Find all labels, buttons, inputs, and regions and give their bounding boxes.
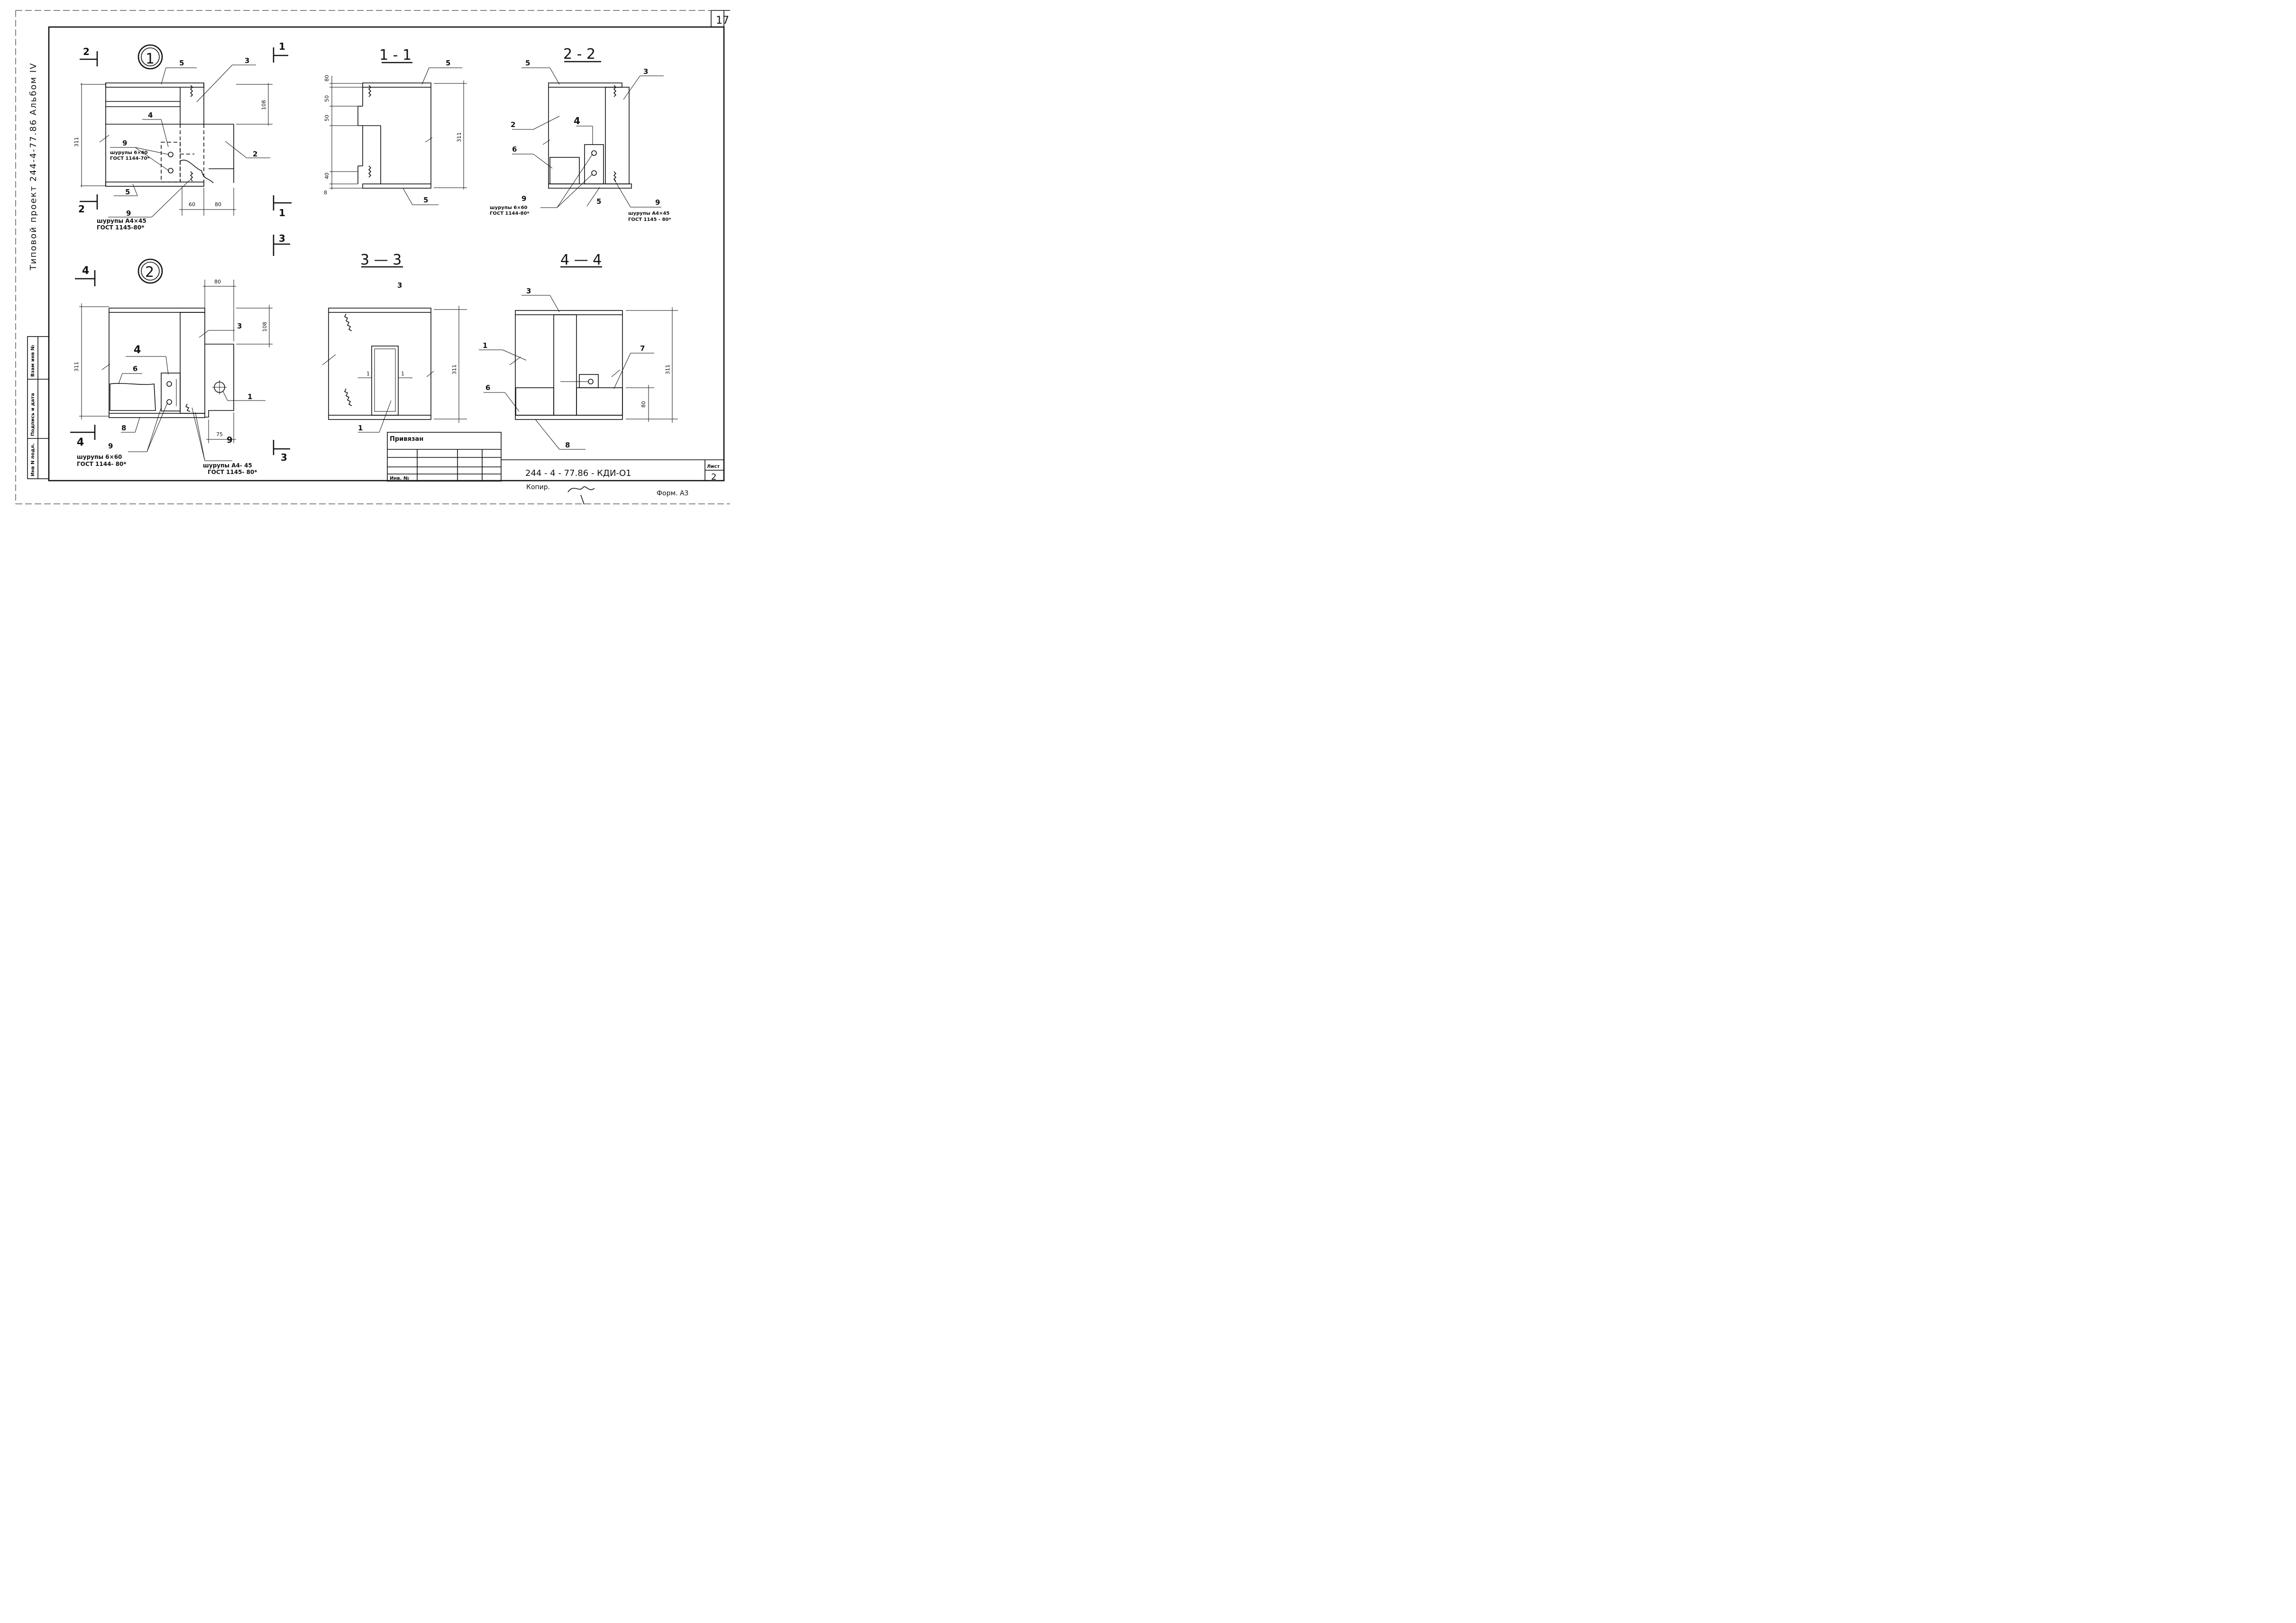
title-block [387, 432, 724, 482]
node2-pos1: 1 [247, 392, 252, 401]
node2-dim-311: 311 [73, 362, 80, 372]
s44-dim-80: 80 [640, 401, 647, 408]
sheet-number: 2 [711, 472, 716, 482]
section-4-4 [479, 266, 678, 450]
s11-dim-50b: 50 [324, 115, 330, 121]
s11-dim-50a: 50 [324, 95, 330, 102]
node1-pos4: 4 [148, 111, 153, 119]
node1-pos5-top: 5 [179, 59, 184, 67]
node1-number: 1 [146, 51, 155, 67]
inv-label: Инв. № [390, 476, 409, 481]
side-table-sign: Подпись и дата [30, 393, 36, 436]
s44-pos3: 3 [526, 287, 531, 295]
section-4-4-title: 4 — 4 [560, 252, 602, 268]
node1-dim-60: 60 [189, 201, 195, 208]
drawing-code: 244 - 4 - 77.86 - КДИ-О1 [525, 468, 631, 478]
s22-pos5-bottom: 5 [596, 197, 601, 206]
s33-pos1: 1 [358, 424, 363, 432]
node2-cut4-bottom: 4 [77, 437, 84, 448]
node1-note-screws-1: шурупы 6×60 [110, 150, 148, 155]
s11-pos5-bottom: 5 [423, 196, 428, 204]
node2-note-gost-1: ГОСТ 1144- 80* [77, 461, 127, 467]
node2-pos3: 3 [237, 322, 242, 330]
node1-pos9-top: 9 [122, 139, 127, 147]
s11-dim-8: 8 [324, 190, 327, 196]
node1-cut2-top: 2 [83, 46, 90, 57]
node2-note-gost-2: ГОСТ 1145- 80* [208, 469, 257, 475]
s11-dim-80: 80 [324, 75, 330, 82]
s33-dim-1-left: 1 [366, 371, 370, 377]
s22-pos2: 2 [511, 120, 515, 129]
s44-pos7: 7 [640, 344, 645, 353]
side-table [27, 336, 49, 479]
sheet-frame [15, 10, 730, 504]
s11-dim-311: 311 [456, 132, 462, 142]
node1-note-gost-2: ГОСТ 1145-80* [97, 224, 145, 231]
node2-pos9-left: 9 [108, 442, 113, 450]
node2-note-screws-1: шурупы 6×60 [77, 454, 122, 460]
section-3-3 [322, 266, 467, 433]
s22-pos9-left: 9 [521, 194, 526, 203]
s44-dim-311: 311 [665, 365, 671, 374]
s22-pos9-right: 9 [655, 198, 660, 207]
s22-note-screws-1: шурупы 6×60 [490, 205, 528, 210]
copied-label: Копир. [526, 483, 550, 491]
s33-dim-311: 311 [451, 365, 457, 374]
s22-note-gost-2: ГОСТ 1145 - 80* [628, 217, 671, 222]
node2-dim-75: 75 [216, 431, 223, 438]
node1-note-gost-1: ГОСТ 1144-70* [110, 156, 150, 161]
section-1-1-title: 1 - 1 [379, 47, 412, 64]
s22-pos4: 4 [574, 115, 580, 127]
node1-pos5-bottom: 5 [125, 188, 130, 196]
node2-drawing [70, 235, 290, 461]
node2-cut4-top: 4 [82, 265, 89, 277]
privyazan-label: Привязан [390, 436, 423, 443]
s44-pos1: 1 [483, 341, 487, 350]
section-1-1 [329, 62, 467, 205]
node2-pos9-right: 9 [227, 435, 233, 445]
s22-pos3: 3 [643, 67, 648, 76]
format-label: Форм. А3 [657, 490, 688, 497]
sheet-label: Лист [707, 464, 720, 469]
node1-pos2: 2 [253, 150, 257, 158]
node1-cut1-bottom: 1 [279, 207, 285, 219]
section-3-3-title: 3 — 3 [360, 252, 402, 268]
node2-cut3-bottom: 3 [281, 452, 287, 463]
node1-pos3: 3 [245, 56, 249, 65]
node1-cut1-top: 1 [279, 41, 285, 52]
node2-pos6: 6 [133, 365, 137, 373]
node2-number: 2 [145, 264, 154, 281]
node2-note-screws-2: шурупы А4- 45 [203, 462, 252, 469]
s22-pos5-top: 5 [525, 59, 530, 67]
node1-dim-311: 311 [73, 137, 80, 147]
node2-cut3-top: 3 [279, 233, 285, 244]
node2-dim-80: 80 [214, 279, 221, 285]
node2-pos8: 8 [121, 424, 126, 432]
node1-dim-80: 80 [215, 201, 221, 208]
s11-dim-40: 40 [324, 173, 330, 179]
s33-pos3: 3 [397, 281, 402, 290]
node1-cut2-bottom: 2 [78, 203, 85, 215]
s22-pos6: 6 [512, 145, 517, 154]
node1-dim-108: 108 [261, 100, 267, 110]
s22-note-screws-2: шурупы А4×45 [628, 211, 669, 216]
s33-dim-1-right: 1 [401, 371, 404, 377]
side-table-vzam: Взам инв № [30, 345, 36, 377]
node1-drawing [80, 44, 292, 218]
node2-pos4: 4 [134, 344, 141, 356]
s22-note-gost-1: ГОСТ 1144-80* [490, 211, 530, 216]
section-2-2 [512, 61, 664, 208]
s11-pos5-top: 5 [446, 59, 450, 67]
s44-pos6: 6 [485, 383, 490, 392]
drawing-sheet: 17 Типовой проект 244-4-77.86 Альбом IV … [15, 10, 730, 505]
s44-pos8: 8 [565, 441, 570, 449]
section-2-2-title: 2 - 2 [563, 46, 595, 63]
page-number: 17 [716, 15, 729, 27]
side-stamp: Типовой проект 244-4-77.86 Альбом IV [28, 63, 38, 271]
node2-dim-108: 108 [262, 322, 268, 332]
node1-pos9-bottom: 9 [126, 209, 131, 218]
side-table-inv: Инв N подл. [30, 443, 36, 476]
signature [567, 486, 595, 505]
node1-note-screws-2: шурупы А4×45 [97, 218, 146, 224]
